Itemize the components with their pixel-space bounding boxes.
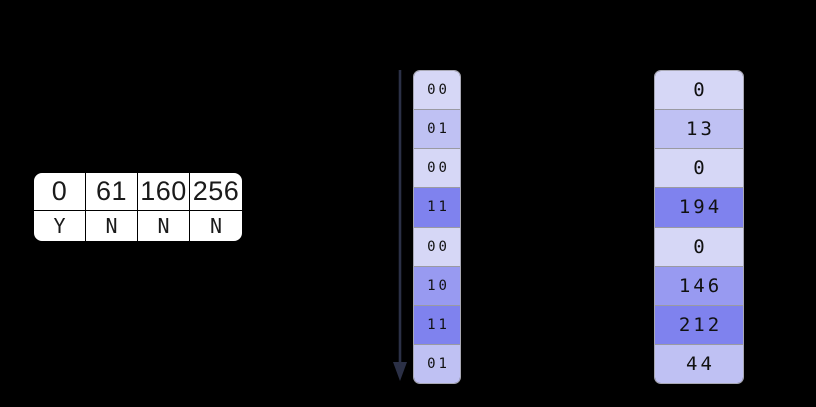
history-row: 01 bbox=[414, 344, 460, 383]
table-flag-cell: N bbox=[86, 211, 138, 241]
value-number: 13 bbox=[686, 118, 715, 141]
down-arrow-icon bbox=[393, 70, 407, 381]
table-flag-cell: N bbox=[209, 214, 223, 238]
history-bits-column: 00 01 00 11 00 10 bbox=[413, 70, 461, 384]
history-bits: 01 bbox=[427, 355, 450, 372]
history-bits: 11 bbox=[427, 316, 450, 333]
value-number: 44 bbox=[686, 352, 715, 375]
history-bits: 11 bbox=[427, 199, 450, 216]
value-row: 212 bbox=[655, 305, 743, 345]
table-value-cell: 160 bbox=[138, 173, 190, 211]
history-row: 11 bbox=[414, 188, 460, 228]
value-row: 0 bbox=[655, 227, 743, 267]
value-row: 13 bbox=[655, 110, 743, 150]
value-number: 212 bbox=[678, 313, 723, 336]
value-number: 0 bbox=[693, 157, 708, 180]
history-bits: 01 bbox=[427, 121, 450, 138]
history-bits: 10 bbox=[427, 277, 450, 294]
value-number: 146 bbox=[678, 274, 723, 297]
history-bits: 00 bbox=[427, 82, 450, 99]
history-bits: 00 bbox=[427, 238, 450, 255]
history-bits: 00 bbox=[427, 160, 450, 177]
history-row: 11 bbox=[414, 305, 460, 345]
value-row: 146 bbox=[655, 266, 743, 306]
history-row: 00 bbox=[414, 149, 460, 189]
lookup-table: 0 61 160 256 Y N N N bbox=[33, 172, 243, 242]
history-row: 00 bbox=[414, 227, 460, 267]
value-row: 0 bbox=[655, 71, 743, 111]
value-row: 44 bbox=[655, 344, 743, 383]
value-row: 0 bbox=[655, 149, 743, 189]
history-row: 01 bbox=[414, 110, 460, 150]
value-number: 0 bbox=[693, 79, 708, 102]
value-row: 194 bbox=[655, 188, 743, 228]
values-column: 0 13 0 194 0 146 bbox=[654, 70, 744, 384]
table-value-cell: 256 bbox=[190, 173, 242, 211]
table-value-cell: 61 bbox=[86, 173, 138, 211]
history-row: 10 bbox=[414, 266, 460, 306]
table-flag-cell: Y bbox=[34, 211, 86, 241]
value-number: 0 bbox=[693, 235, 708, 258]
history-row: 00 bbox=[414, 71, 460, 111]
value-number: 194 bbox=[678, 196, 723, 219]
table-value-cell: 0 bbox=[34, 173, 86, 211]
table-flag-cell: N bbox=[138, 211, 190, 241]
